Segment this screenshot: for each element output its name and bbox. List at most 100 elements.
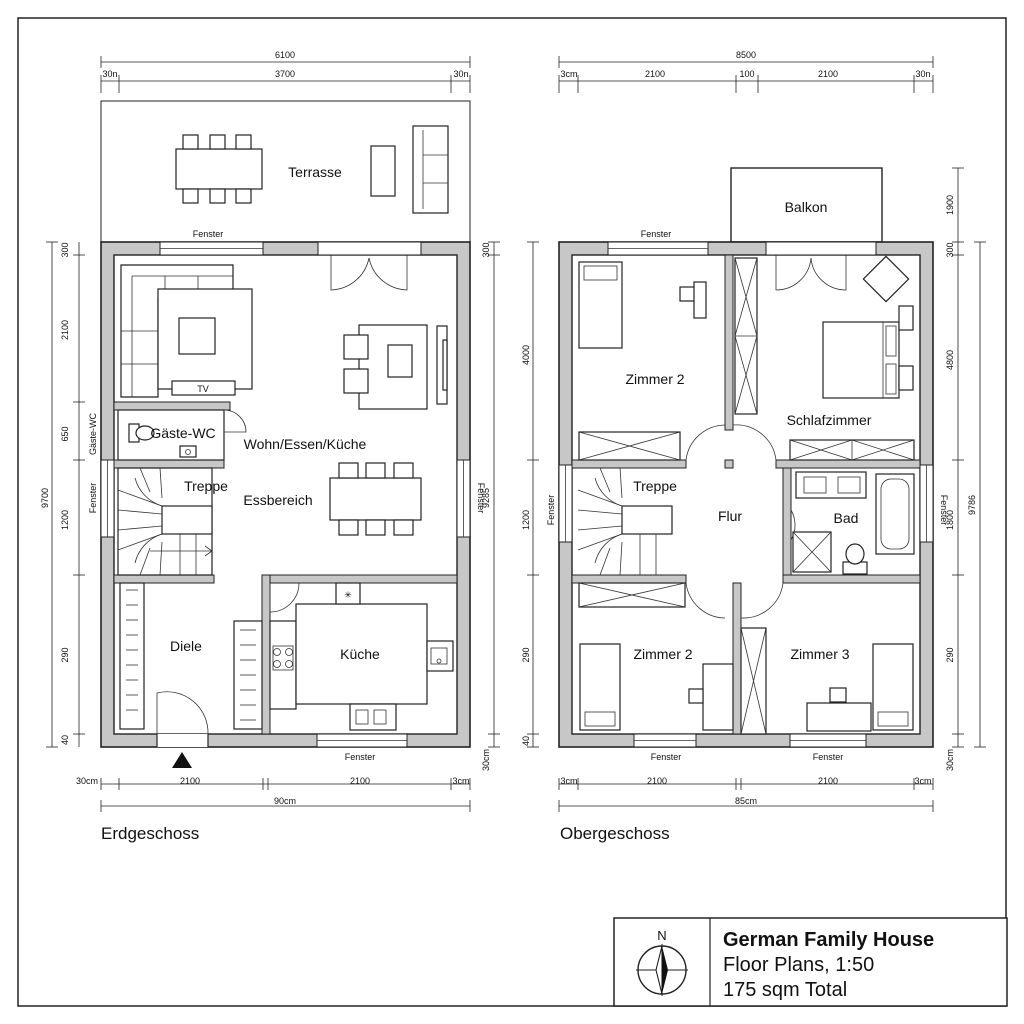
upper-dim-t2: 2100 <box>645 69 665 79</box>
ground-dim-r1: 300 <box>481 242 491 257</box>
upper-room2-top: Zimmer 2 <box>578 261 707 461</box>
ground-staircase: Treppe <box>117 467 228 576</box>
ground-window-label-right: Fenster <box>476 483 486 514</box>
ground-dim-b1: 30cm <box>76 776 98 786</box>
upper-dim-b1: 3cm <box>560 776 577 786</box>
guest-wc: Gäste-WC <box>117 409 247 461</box>
ground-window-label-left: Fenster <box>88 483 98 514</box>
upper-room2-bottom: Zimmer 2 <box>578 582 734 731</box>
upper-window-label-right: Fenster <box>939 495 949 526</box>
dining-table <box>329 462 422 536</box>
upper-top-dimensions: 8500 3cm 2100 100 2100 30n <box>558 50 934 93</box>
sheet-border <box>17 17 1007 1007</box>
upper-hall-doors <box>685 424 796 619</box>
ground-dim-b2: 2100 <box>180 776 200 786</box>
upper-room3: Zimmer 3 <box>740 627 914 735</box>
upper-dim-b4: 3cm <box>914 776 931 786</box>
terrace-dining-table <box>175 134 263 204</box>
title-block-title: German Family House <box>723 929 934 951</box>
tv-label: TV <box>197 384 209 394</box>
upper-stairs-label: Treppe <box>633 478 677 494</box>
upper-dim-l2: 1200 <box>521 510 531 530</box>
ground-dim-left: 30n <box>102 69 117 79</box>
upper-window-label-bottom-right: Fenster <box>813 752 844 762</box>
lounge-area <box>343 324 448 410</box>
north-label: N <box>657 928 666 943</box>
ground-bottom-dimensions: 30cm 2100 2100 3cm 90cm <box>76 776 471 812</box>
upper-dim-b2: 2100 <box>647 776 667 786</box>
upper-bottom-dimensions: 3cm 2100 2100 3cm 85cm <box>558 776 934 812</box>
upper-window-label-bottom-left: Fenster <box>651 752 682 762</box>
terrace-sofa <box>412 125 449 214</box>
kitchen-label: Küche <box>340 646 380 662</box>
title-block-subtitle: Floor Plans, 1:50 <box>723 954 874 976</box>
ground-dim-l3: 650 <box>60 426 70 441</box>
ground-top-dimensions: 6100 30n 3700 30n <box>100 50 471 93</box>
ground-terrace-double-door <box>330 255 408 291</box>
ground-dim-l5: 290 <box>60 647 70 662</box>
ground-dim-b-total: 90cm <box>274 796 296 806</box>
north-arrow-icon <box>636 944 688 996</box>
kitchen-fan-icon: ✳ <box>344 590 352 600</box>
tv-unit <box>171 380 236 396</box>
ground-dim-l4: 1200 <box>60 510 70 530</box>
upper-dim-l4: 40 <box>521 736 531 746</box>
ground-dim-r3: 30cm <box>481 749 491 771</box>
ground-floor-plan: 6100 30n 3700 30n Terrasse Fenster <box>40 50 500 843</box>
ground-dim-b4: 3cm <box>452 776 469 786</box>
ground-dim-right: 30n <box>453 69 468 79</box>
upper-dim-r3: 4800 <box>945 350 955 370</box>
guest-wc-label: Gäste-WC <box>150 425 215 441</box>
entrance-arrow-icon <box>172 752 192 768</box>
upper-dim-l1: 4000 <box>521 345 531 365</box>
upper-dim-r6: 290 <box>945 647 955 662</box>
entrance-door <box>156 691 209 735</box>
ground-window-label-bottom: Fenster <box>345 752 376 762</box>
upper-dim-b3: 2100 <box>818 776 838 786</box>
ground-dim-middle: 3700 <box>275 69 295 79</box>
upper-dim-total: 8500 <box>736 50 756 60</box>
coffee-table <box>178 317 216 355</box>
terrace: Terrasse Fenster <box>100 100 471 243</box>
upper-dim-r7: 30cm <box>945 749 955 771</box>
upper-dim-t4: 2100 <box>818 69 838 79</box>
ground-dim-l6: 40 <box>60 735 70 745</box>
upper-bedroom: Schlafzimmer <box>734 255 915 461</box>
ground-floor-title: Erdgeschoss <box>101 824 199 843</box>
upper-staircase: Treppe <box>577 467 677 576</box>
terrace-lounger <box>370 145 396 197</box>
bedroom-label: Schlafzimmer <box>787 412 872 428</box>
terrace-label: Terrasse <box>288 164 342 180</box>
ground-dim-total: 6100 <box>275 50 295 60</box>
upper-dim-t3: 100 <box>739 69 754 79</box>
ground-dim-l1: 300 <box>60 242 70 257</box>
upper-dim-r4: 1800 <box>945 510 955 530</box>
ground-stairs-label: Treppe <box>184 478 228 494</box>
upper-window-label-top: Fenster <box>641 229 672 239</box>
bath-label: Bad <box>834 510 859 526</box>
ground-dim-b3: 2100 <box>350 776 370 786</box>
upper-bath: Bad <box>792 471 915 575</box>
title-block-area: 175 sqm Total <box>723 979 847 1001</box>
upper-left-dimensions: 4000 1200 290 40 <box>521 241 539 748</box>
kitchen: ✳ Küche <box>269 582 454 731</box>
ground-window-label-top: Fenster <box>193 229 224 239</box>
upper-dim-b-total: 85cm <box>735 796 757 806</box>
room2-top-label: Zimmer 2 <box>625 371 684 387</box>
upper-dim-r2: 300 <box>945 242 955 257</box>
ground-right-dimensions: 300 9285 30cm <box>481 241 500 771</box>
room2-bottom-label: Zimmer 2 <box>633 646 692 662</box>
upper-dim-l3: 290 <box>521 647 531 662</box>
hall-shoe-cabinet <box>233 620 263 730</box>
balcony: Balkon <box>730 167 883 243</box>
hall-label: Diele <box>170 638 202 654</box>
balcony-label: Balkon <box>785 199 828 215</box>
upper-floor-title: Obergeschoss <box>560 824 670 843</box>
dining-label: Essbereich <box>243 492 312 508</box>
upper-dim-t5: 30n <box>915 69 930 79</box>
ground-dim-l7: Gäste-WC <box>88 413 98 456</box>
upper-hall-label: Flur <box>718 508 742 524</box>
upper-right-dimensions: 1900 300 4800 1800 9786 290 30cm <box>945 167 986 771</box>
upper-window-label-left: Fenster <box>546 495 556 526</box>
